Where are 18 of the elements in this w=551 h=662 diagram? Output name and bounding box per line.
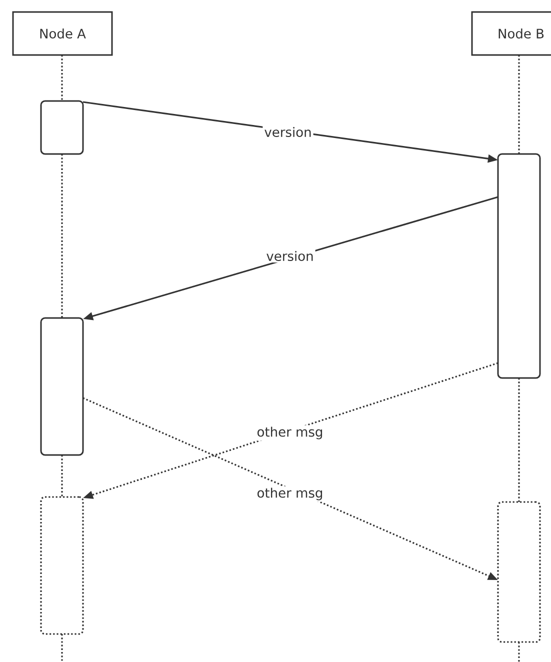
participant-box: Node A [12,11,113,56]
edge-label: other msg [255,486,325,502]
edge-label: other msg [255,425,325,441]
lifeline [518,55,520,154]
lifeline [61,154,63,318]
edge-label: version [264,249,316,263]
activation-bar [497,501,541,643]
lifeline [518,642,520,662]
activation-bar [40,496,84,635]
activation-bar [40,317,84,456]
lifeline [61,455,63,497]
lifeline [61,55,63,101]
lifeline [61,634,63,662]
edge-label: version [262,125,314,139]
activation-bar [497,153,541,379]
participant-box: Node B [471,11,551,56]
activation-bar [40,100,84,155]
lifeline [518,378,520,502]
